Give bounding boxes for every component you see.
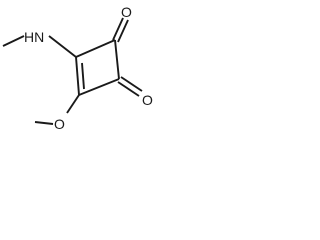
o-methyl-bond	[34, 121, 54, 125]
carbonyl-upper-bond-a	[112, 17, 124, 41]
amine-label: HN	[24, 29, 44, 45]
methyl-n-bond	[2, 35, 25, 47]
ring-o-bond	[66, 94, 80, 114]
ring-bond-top	[75, 39, 116, 58]
carbonyl-upper-bond-b	[117, 19, 129, 43]
carbonyl-lower-bond-a	[120, 76, 143, 92]
ketone-upper-label: O	[121, 4, 132, 20]
ring-double-bond-outer	[75, 56, 80, 96]
ether-oxygen-label: O	[54, 116, 65, 132]
n-ring-bond	[48, 35, 77, 58]
chemical-structure: HN O O O	[2, 4, 153, 132]
ketone-lower-label: O	[142, 92, 153, 108]
ring-bond-bottom	[78, 78, 120, 96]
ring-bond-right	[114, 39, 120, 80]
ring-double-bond-inner	[81, 62, 85, 90]
carbonyl-lower-bond-b	[117, 81, 140, 97]
